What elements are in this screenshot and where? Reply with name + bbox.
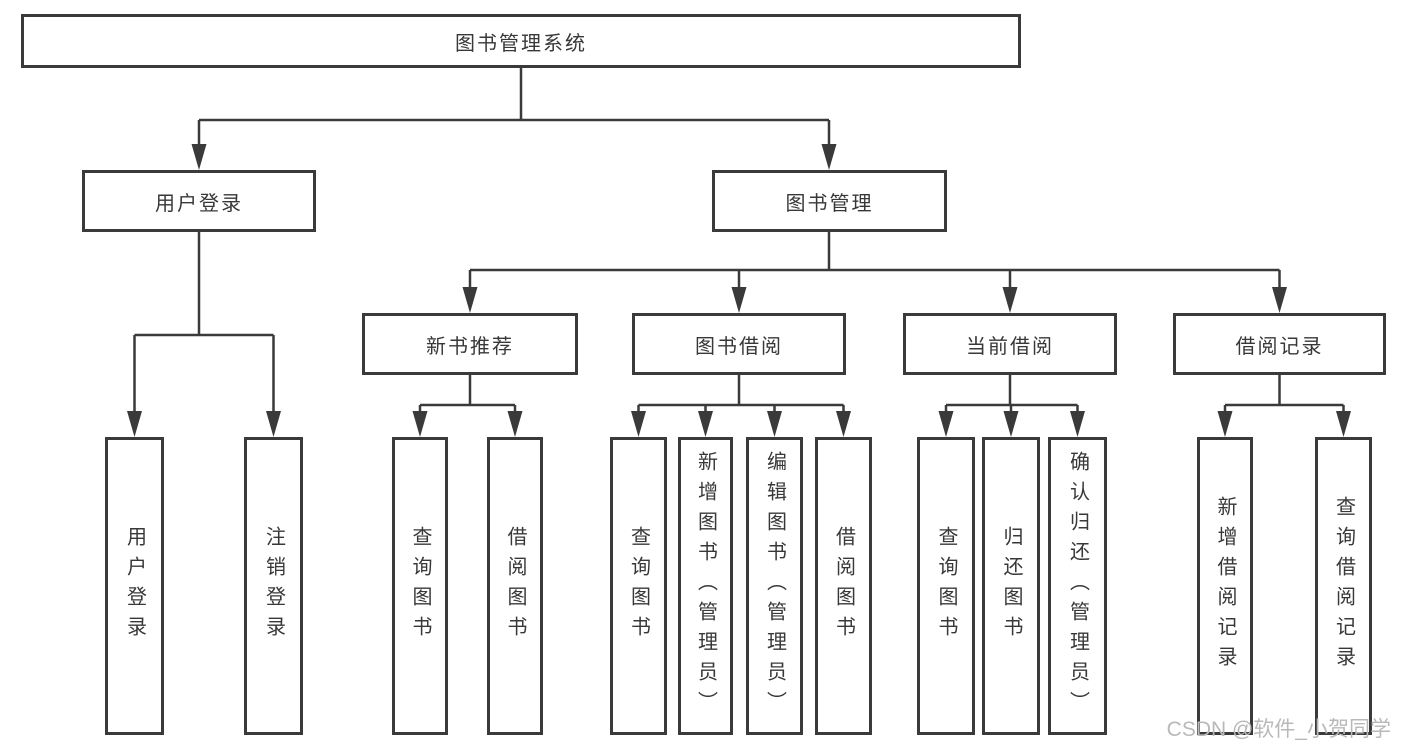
node-root-system: 图书管理系统 <box>21 14 1021 68</box>
leaf-borrow-books: 借阅图书 <box>815 437 872 735</box>
node-book-borrow: 图书借阅 <box>632 313 846 375</box>
connector-borrow-records <box>1223 375 1345 415</box>
leaf-query-borrow-record: 查询借阅记录 <box>1315 437 1372 735</box>
node-new-book-recommend: 新书推荐 <box>362 313 578 375</box>
arrowheads <box>127 144 1351 437</box>
leaf-user-login: 用户登录 <box>105 437 164 735</box>
watermark: CSDN @软件_小贺同学 <box>1166 718 1391 741</box>
node-borrow-records: 借阅记录 <box>1173 313 1386 375</box>
leaf-query-books-recommend: 查询图书 <box>392 437 448 735</box>
connector-user-login <box>133 232 275 415</box>
connector-root <box>197 68 831 148</box>
node-user-login: 用户登录 <box>82 170 316 232</box>
leaf-edit-books-admin: 编辑图书（管理员） <box>746 437 803 735</box>
leaf-add-books-admin: 新增图书（管理员） <box>678 437 733 735</box>
connector-book-mgmt <box>468 232 1281 291</box>
connector-book-borrow <box>637 375 845 415</box>
leaf-query-books-current: 查询图书 <box>917 437 975 735</box>
node-book-management: 图书管理 <box>712 170 947 232</box>
leaf-add-borrow-record: 新增借阅记录 <box>1197 437 1253 735</box>
leaf-return-books: 归还图书 <box>982 437 1040 735</box>
connector-new-book <box>418 375 517 415</box>
connector-current-borrow <box>944 375 1079 415</box>
leaf-logout: 注销登录 <box>244 437 303 735</box>
leaf-query-books-borrow: 查询图书 <box>610 437 667 735</box>
node-current-borrow: 当前借阅 <box>903 313 1117 375</box>
leaf-borrow-books-recommend: 借阅图书 <box>487 437 543 735</box>
leaf-confirm-return-admin: 确认归还（管理员） <box>1048 437 1107 735</box>
